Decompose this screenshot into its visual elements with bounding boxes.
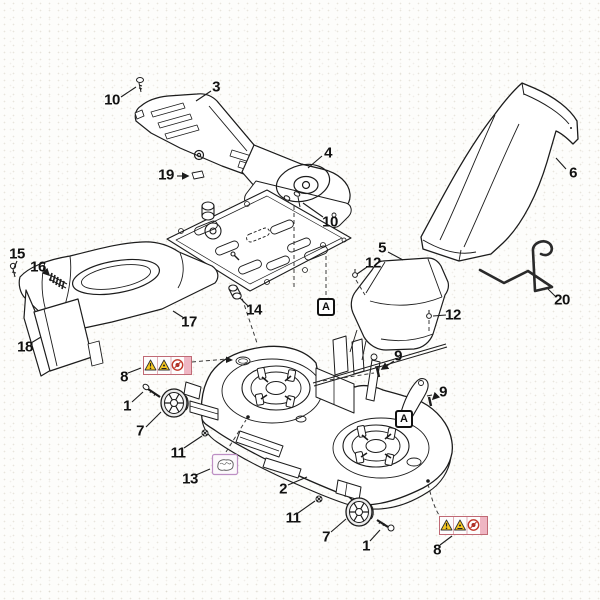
part-callout-7: 7	[136, 422, 144, 440]
part-callout-16: 16	[30, 258, 46, 276]
part-callout-10: 10	[104, 91, 120, 109]
part-callout-19: 19	[158, 166, 174, 184]
chute-holder-wire	[478, 240, 554, 293]
part-callout-9: 9	[439, 383, 447, 401]
part-callout-11: 11	[285, 509, 301, 527]
screw-12-left	[352, 269, 358, 278]
pin-9-left	[374, 365, 381, 378]
section-marker-A: A	[395, 410, 413, 428]
part-callout-8: 8	[433, 541, 441, 559]
model-label	[211, 453, 239, 476]
part-callout-6: 6	[569, 164, 577, 182]
spacer-bushing-14	[228, 284, 242, 300]
blade-spindle-left	[241, 365, 311, 411]
screw-11-left	[201, 429, 209, 437]
cover-screws-10	[136, 77, 301, 213]
screw-11-bottom	[315, 495, 323, 503]
part-callout-17: 17	[181, 313, 197, 331]
part-callout-20: 20	[554, 291, 570, 309]
mounting-plate	[166, 189, 352, 292]
part-callout-14: 14	[246, 301, 262, 319]
part-callout-15: 15	[9, 245, 25, 263]
part-callout-12: 12	[365, 254, 381, 272]
safety-decal-right	[439, 516, 488, 535]
screw-12-right	[426, 310, 432, 319]
assembly-connector-dashes	[191, 206, 440, 516]
part-callout-5: 5	[378, 239, 386, 257]
lower-discharge-chute	[349, 257, 449, 361]
part-callout-1: 1	[362, 537, 370, 555]
safety-decal-left	[143, 356, 192, 375]
side-bracket	[23, 289, 104, 377]
part-callout-7: 7	[322, 528, 330, 546]
anti-scalp-wheel-left	[160, 388, 189, 418]
part-callout-10: 10	[322, 213, 338, 231]
anti-scalp-wheel-bottom	[345, 497, 374, 527]
deck-rod	[312, 343, 448, 387]
blade-spindle-right	[342, 424, 410, 468]
wheel-bolt-bottom	[376, 519, 395, 532]
upper-discharge-chute	[420, 82, 579, 262]
part-callout-2: 2	[279, 480, 287, 498]
wheel-bolt-left	[142, 383, 161, 398]
part-callout-3: 3	[212, 78, 220, 96]
part-callout-1: 1	[123, 397, 131, 415]
part-callout-9: 9	[394, 347, 402, 365]
part-callout-18: 18	[17, 338, 33, 356]
cover-clip-19	[191, 170, 205, 180]
part-callout-11: 11	[170, 444, 186, 462]
part-callout-12: 12	[445, 306, 461, 324]
pin-9-right	[426, 394, 433, 407]
callout-leader-lines	[13, 86, 567, 546]
decal-pointer-arrowhead	[226, 356, 233, 363]
part-callout-8: 8	[120, 368, 128, 386]
part-callout-13: 13	[182, 470, 198, 488]
part-callout-4: 4	[324, 144, 332, 162]
section-marker-A: A	[317, 298, 335, 316]
tension-spring	[48, 272, 68, 290]
